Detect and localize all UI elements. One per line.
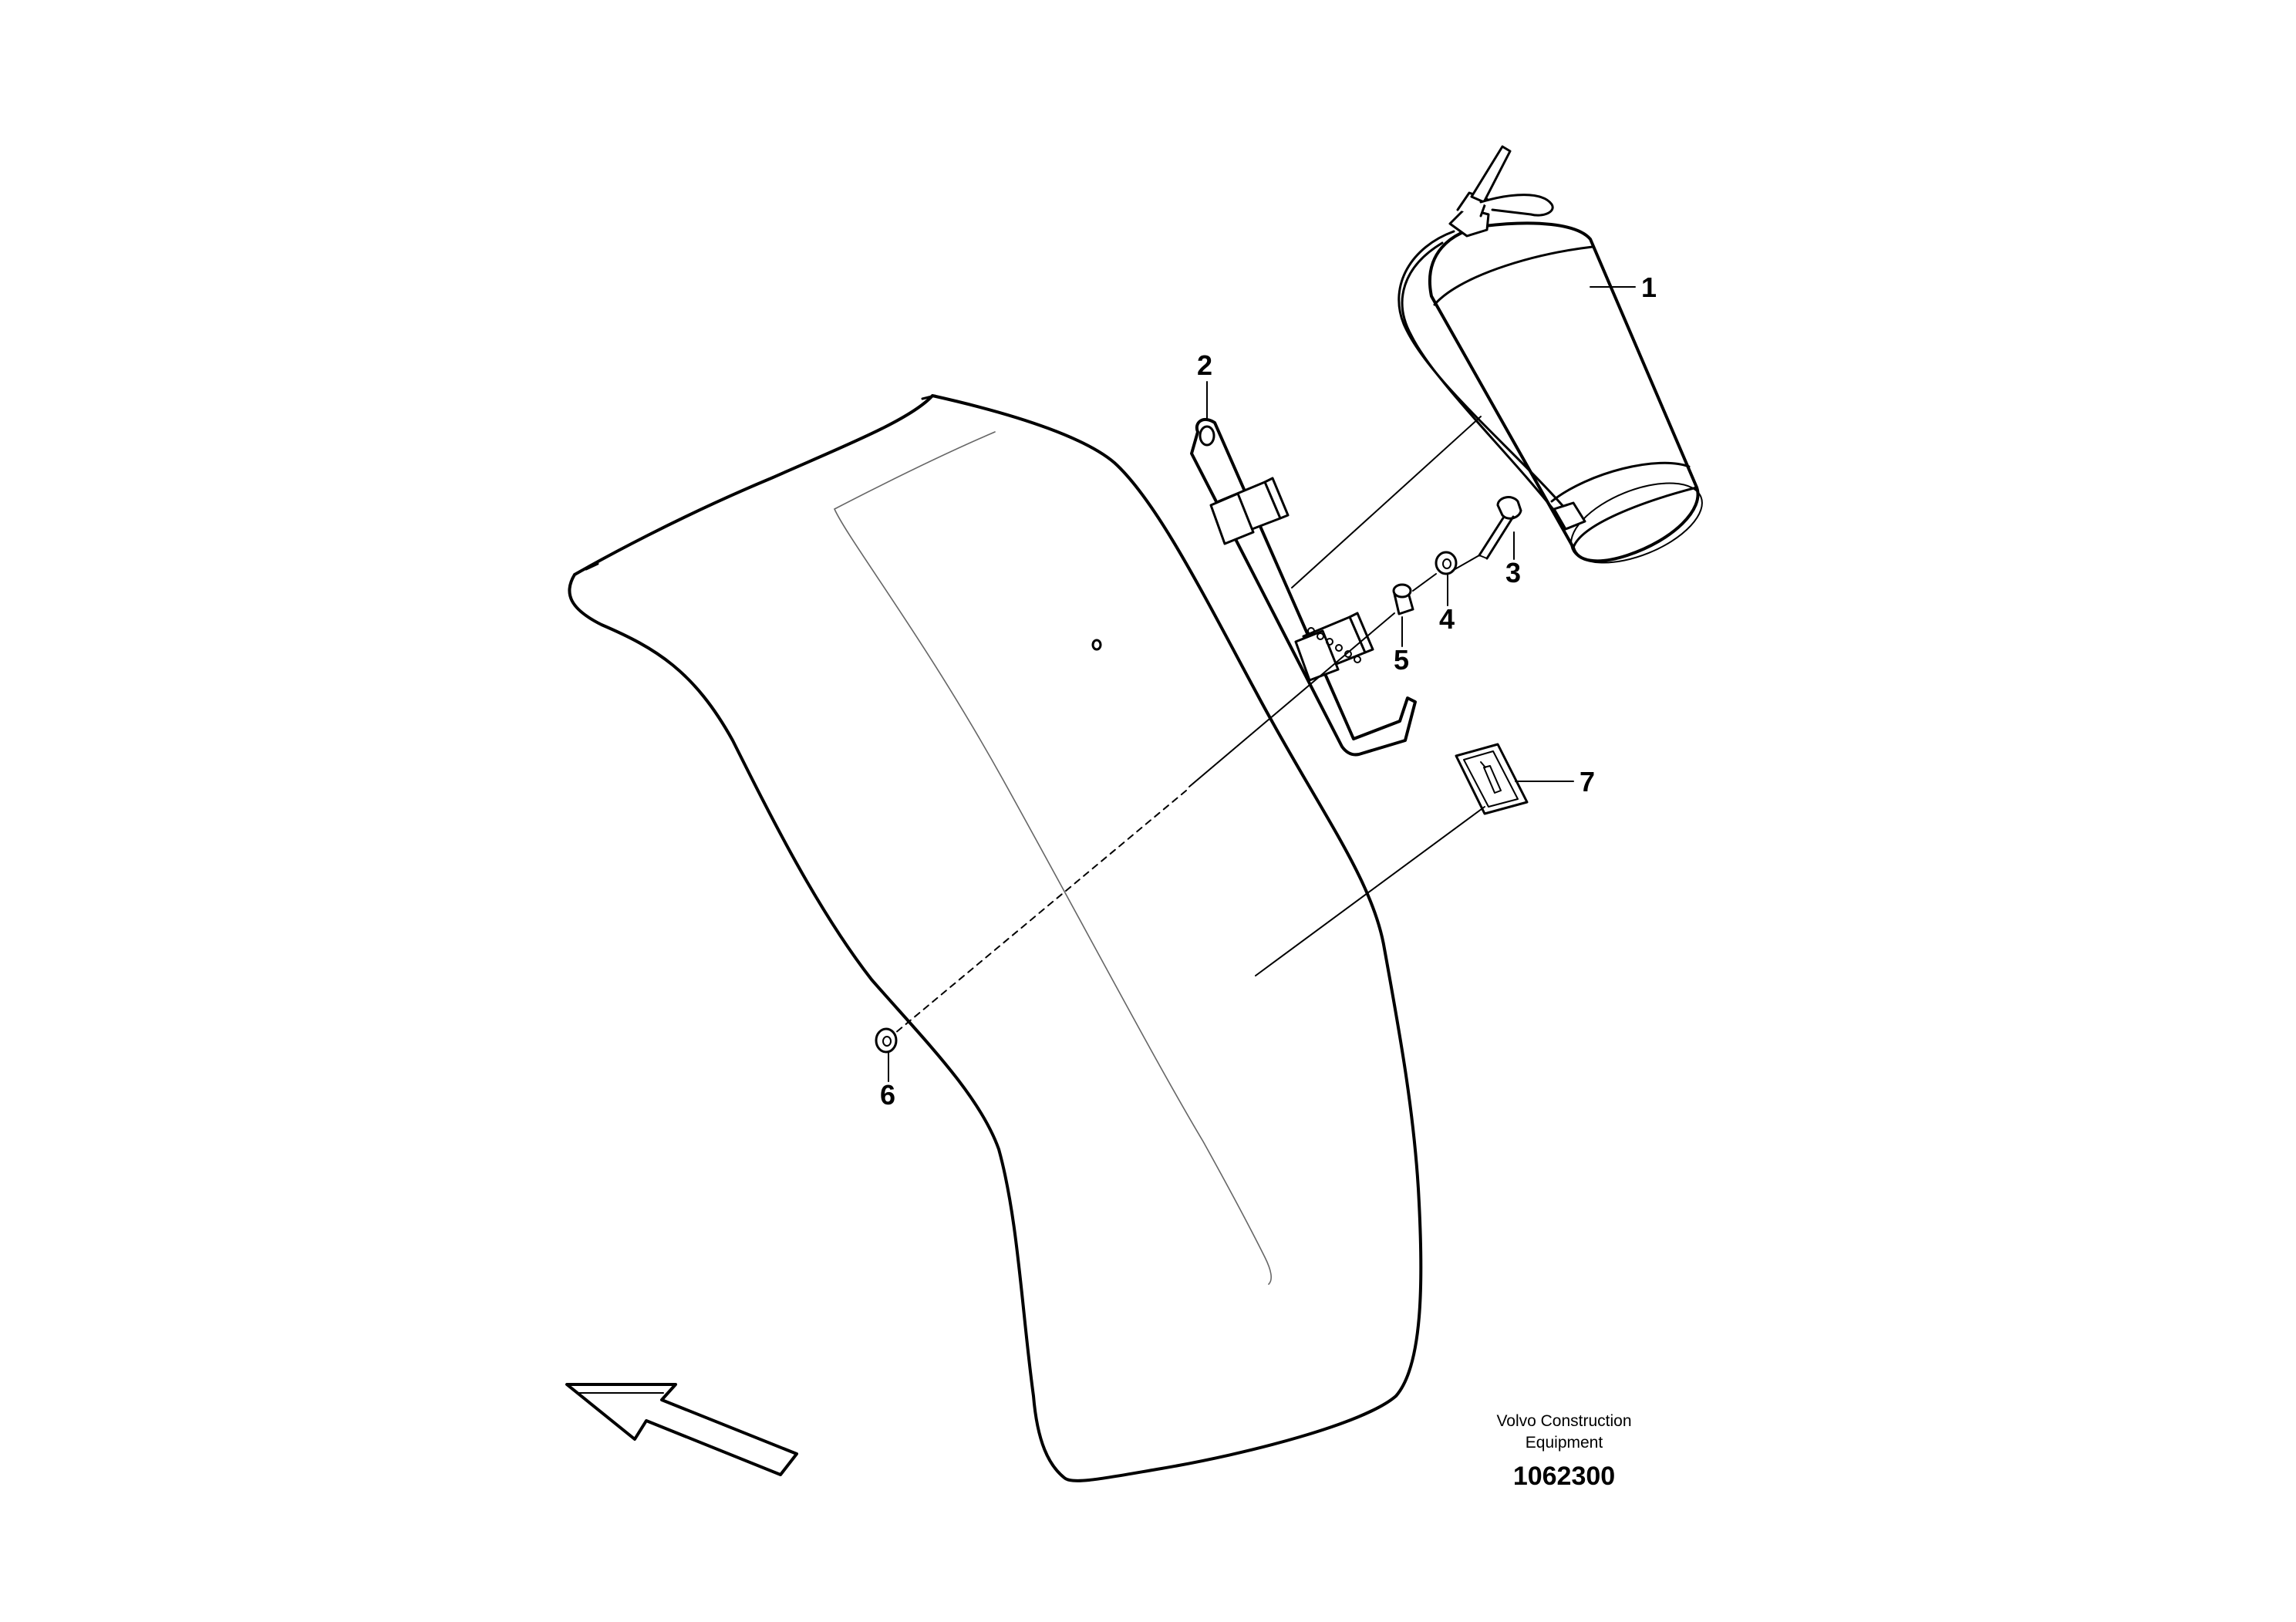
decal <box>1455 743 1529 815</box>
callout-5: 5 <box>1394 644 1409 676</box>
credit-line-2: Equipment <box>1526 1434 1603 1452</box>
credit-block: Volvo Construction Equipment 1062300 <box>1496 1412 1631 1491</box>
screw <box>1478 496 1522 560</box>
credit-line-1: Volvo Construction <box>1496 1412 1631 1430</box>
leader-lines <box>888 286 1636 1082</box>
fire-extinguisher <box>1397 145 1703 564</box>
callout-labels: 1 2 3 4 5 6 7 <box>880 271 1657 1111</box>
fender-panel <box>568 394 1423 1482</box>
callout-4: 4 <box>1439 603 1455 635</box>
nut <box>875 1027 898 1054</box>
fastener-axis-line-lower <box>1188 612 1395 787</box>
washer <box>1435 551 1458 575</box>
callout-3: 3 <box>1505 557 1521 588</box>
callout-2: 2 <box>1197 349 1212 381</box>
fastener-axis-line <box>1412 555 1480 592</box>
callout-7: 7 <box>1580 766 1595 798</box>
callout-6: 6 <box>880 1079 895 1111</box>
document-number: 1062300 <box>1513 1462 1615 1491</box>
direction-arrow <box>565 1383 798 1476</box>
dashed-assembly-line <box>894 790 1187 1034</box>
spacer-bushing <box>1392 583 1414 615</box>
extinguisher-bracket <box>1190 417 1417 757</box>
callout-1: 1 <box>1641 271 1657 303</box>
